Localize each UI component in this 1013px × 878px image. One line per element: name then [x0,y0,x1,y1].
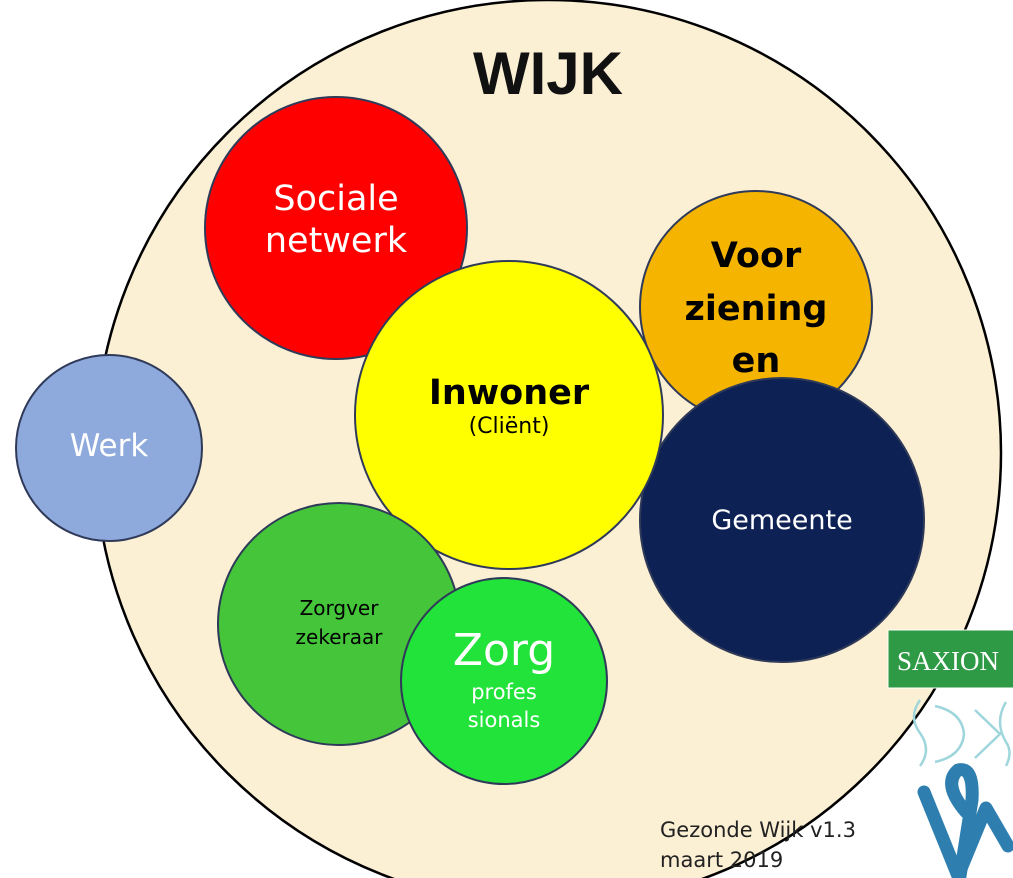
werk-label: Werk [69,428,149,464]
wijk-title: WIJK [473,40,623,107]
inwoner-circle [354,260,664,570]
saxion-logo [887,629,1013,689]
footer-version: Gezonde Wijk v1.3 [660,818,856,842]
voor-line: Voor [710,236,802,276]
zorg-professionals-label: Zorg profes sionals [424,625,584,734]
client-line: (Cliënt) [468,414,550,439]
voorzieningen-label: Voor ziening en [656,230,856,388]
gemeente-label: Gemeente [711,505,853,536]
zorg-line: Zorg [452,625,556,676]
zorg-professionals-circle [400,577,608,785]
zorgverzekeraar-label: Zorgver zekeraar [259,594,419,652]
profes-line: profes [471,679,537,704]
ziening-line: ziening [684,288,828,329]
sociale-netwerk-label: Sociale netwerk [236,178,436,262]
inwoner-label: Inwoner (Cliënt) [409,372,609,440]
w-logo [917,763,1013,878]
gemeente-circle [639,377,925,663]
wave-logo [912,699,1011,767]
zorgver-line: Zorgver [299,596,379,620]
werk-circle [15,354,203,542]
sociale-netwerk-circle [204,96,468,360]
saxion-logo-text: SAXION [897,646,999,676]
zekeraar-line: zekeraar [295,625,383,649]
sionals-line: sionals [467,708,541,733]
footer-text: Gezonde Wijk v1.3 maart 2019 [660,815,856,876]
footer-date: maart 2019 [660,848,784,873]
inwoner-line: Inwoner [428,373,590,413]
en-line: en [731,341,781,381]
sociale-line: Sociale [273,179,399,219]
netwerk-line: netwerk [264,221,408,261]
